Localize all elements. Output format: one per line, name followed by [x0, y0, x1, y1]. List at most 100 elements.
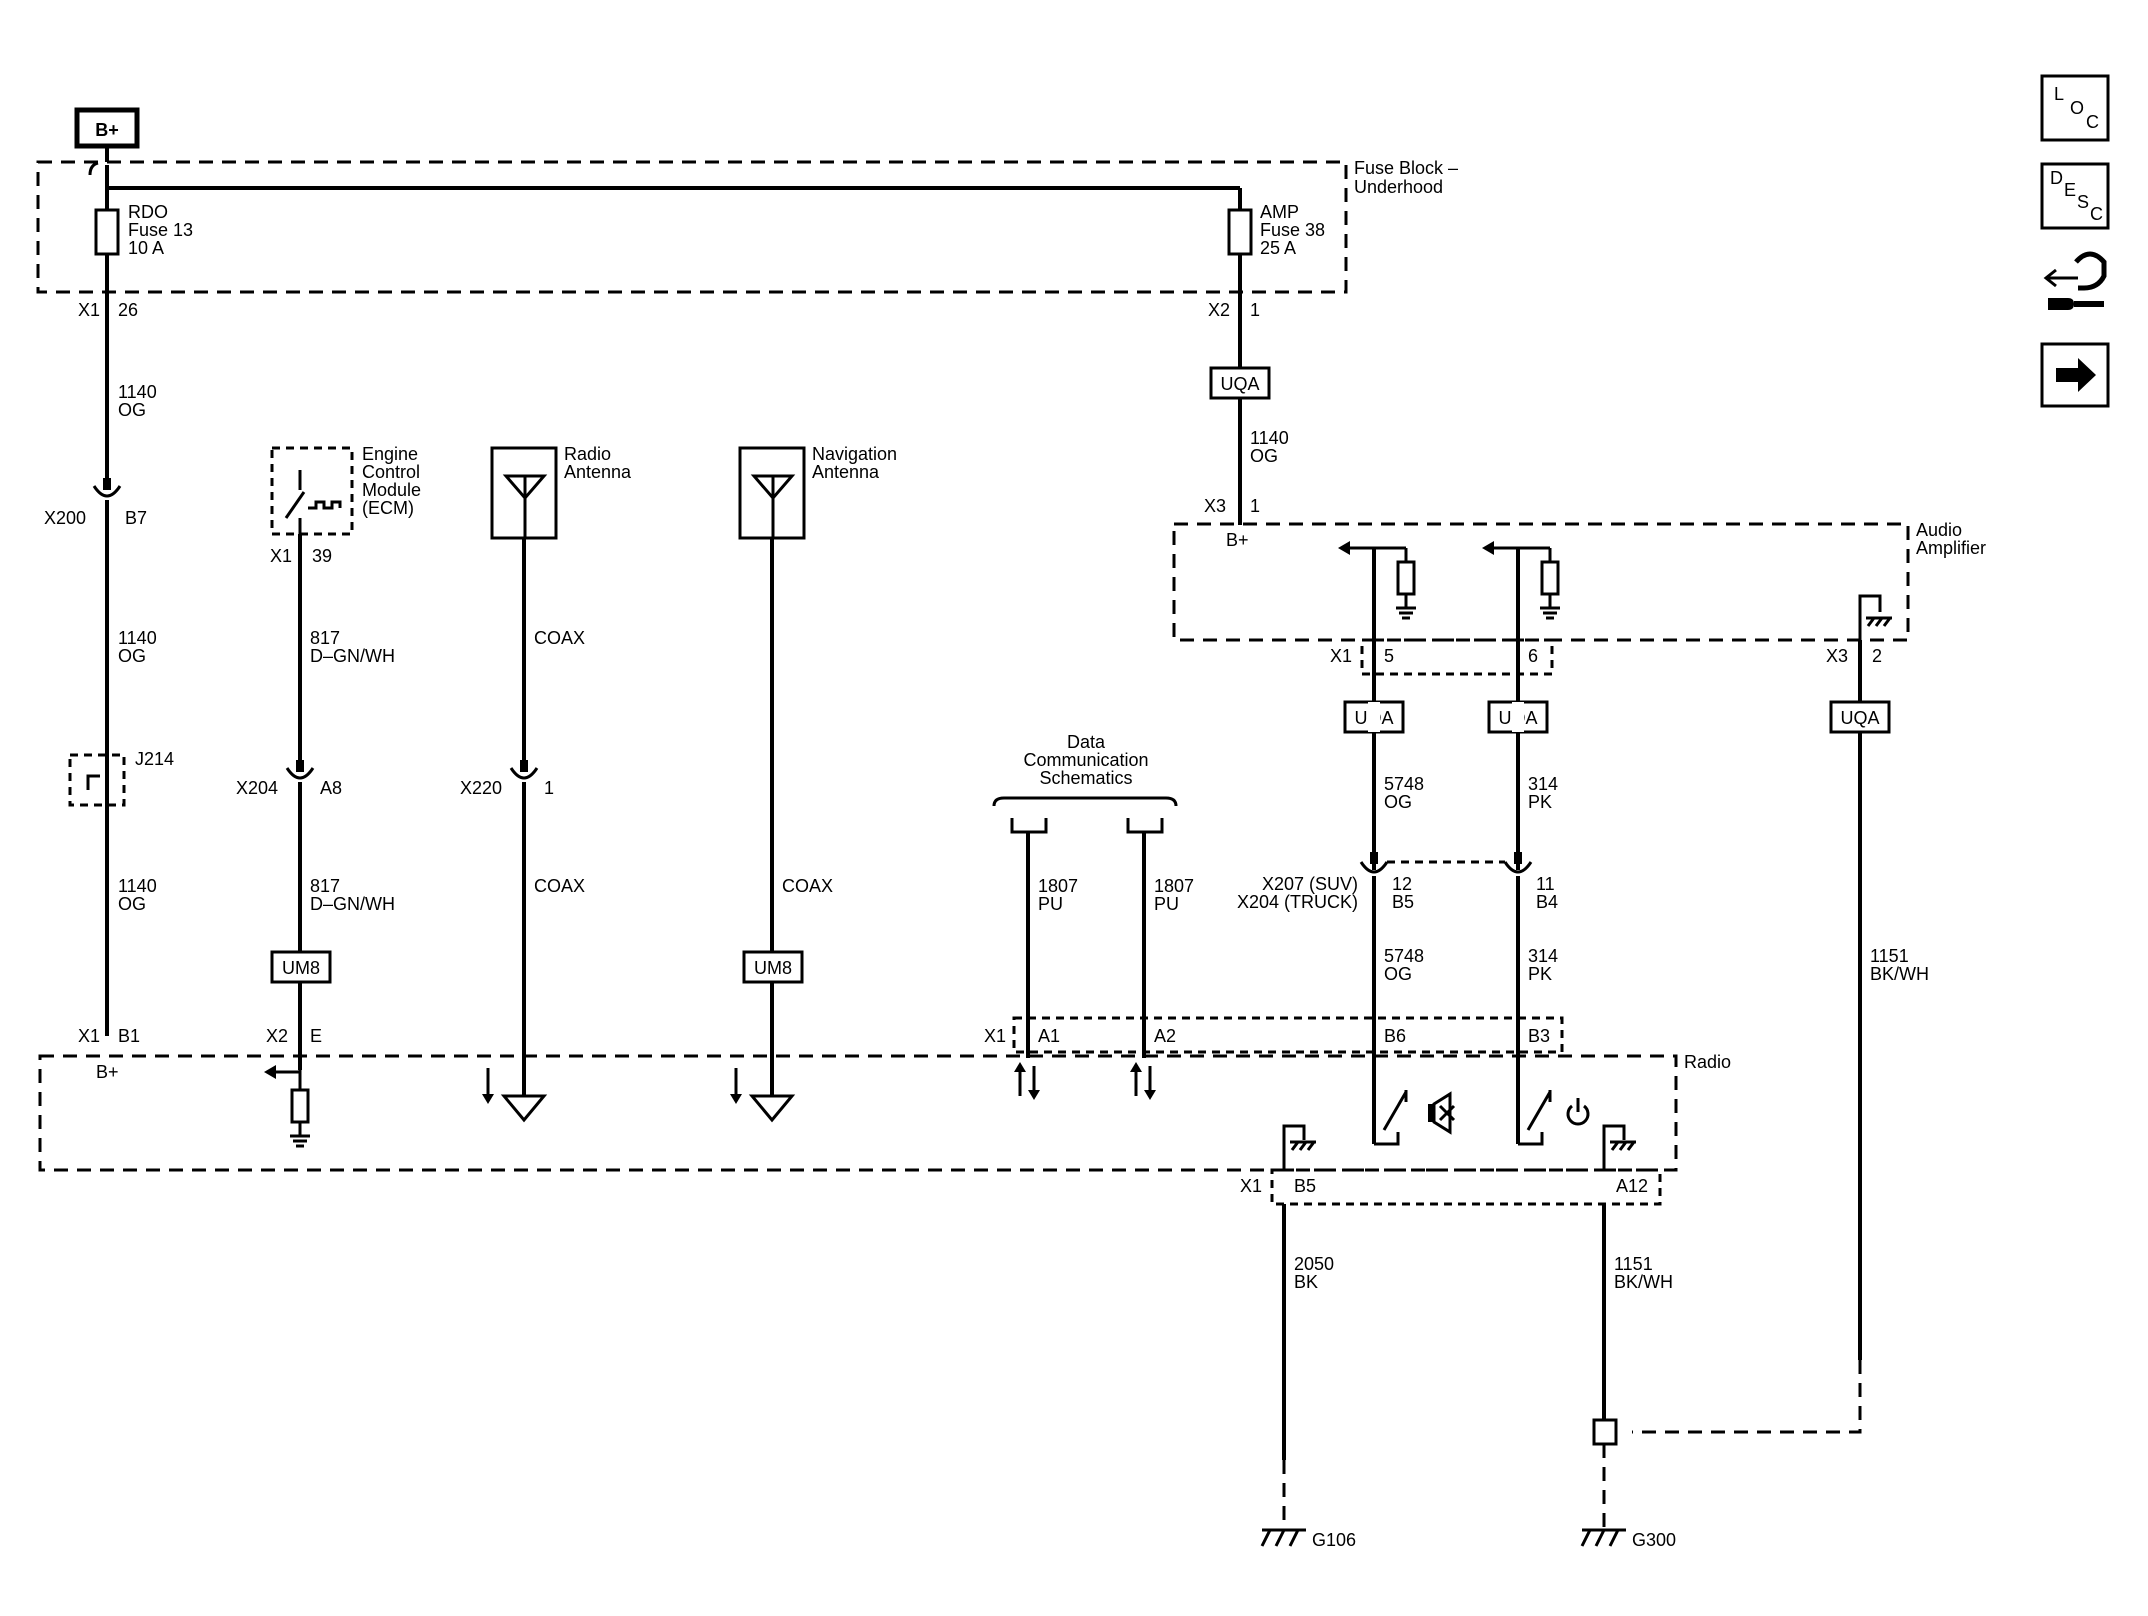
data-communication-schematics: Data Communication Schematics 1807 PU 18… — [992, 732, 1194, 1058]
amp-feed-circuit: UQA 1140 OG X3 1 — [1204, 254, 1289, 525]
wire-1151-color: BK/WH — [1870, 964, 1929, 984]
wire-5748-color-2: OG — [1384, 964, 1412, 984]
wire-5748-number: 5748 — [1384, 774, 1424, 794]
ground-g106-icon — [1260, 1528, 1306, 1547]
loc-letter-l: L — [2054, 84, 2064, 104]
chassis-ground-icon-2 — [1290, 1140, 1316, 1151]
wire-5748-number-2: 5748 — [1384, 946, 1424, 966]
chassis-ground-icon-3 — [1610, 1140, 1636, 1151]
data-link-icon-2 — [1126, 818, 1164, 834]
wire-2050-number: 2050 — [1294, 1254, 1334, 1274]
radio-pin-a2: A2 — [1154, 1026, 1176, 1046]
connector-pin-b4: B4 — [1536, 892, 1558, 912]
fuse-block-x1-pin: 26 — [118, 300, 138, 320]
audio-amp-bplus: B+ — [1226, 530, 1249, 550]
wire-1140-number: 1140 — [118, 382, 157, 402]
data-comm-title-3: Schematics — [1039, 768, 1132, 788]
desc-letter-c: C — [2090, 204, 2103, 224]
fuse-rdo-number: Fuse 13 — [128, 220, 193, 240]
ecm-title-3: Module — [362, 480, 421, 500]
splice-icon — [1592, 1418, 1618, 1446]
audio-amp-pin6: 6 — [1528, 646, 1538, 666]
wire-817-color: D–GN/WH — [310, 646, 395, 666]
ground-circuits: 2050 BK G106 1151 BK/WH G300 — [1260, 1204, 1676, 1550]
ground-g106: G106 — [1312, 1530, 1356, 1550]
fuse-rdo-name: RDO — [128, 202, 168, 222]
uqa-label-4: UQA — [1840, 708, 1879, 728]
ecm-title-4: (ECM) — [362, 498, 414, 518]
next-arrow-icon[interactable] — [2040, 342, 2110, 408]
audio-amplifier: Audio Amplifier B+ X1 5 6 X3 2 UQA UQA — [1172, 520, 1986, 870]
arrow-left-icon-2 — [1482, 541, 1494, 555]
audio-amp-x3: X3 — [1826, 646, 1848, 666]
connector-x200-icon — [92, 485, 122, 498]
circuit-1140-left: 1140 OG X200 B7 1140 OG J214 1140 OG — [44, 254, 174, 1036]
connector-x204-icon — [285, 767, 315, 780]
wire-817-color-2: D–GN/WH — [310, 894, 395, 914]
fuse-block-x1: X1 — [78, 300, 100, 320]
connector-pin-b5: B5 — [1392, 892, 1414, 912]
fuse-amp — [1227, 208, 1253, 256]
description-icon[interactable]: D E S C — [2040, 162, 2110, 230]
coax-label-2: COAX — [534, 876, 585, 896]
engine-control-module: Engine Control Module (ECM) X1 39 817 D–… — [236, 444, 421, 1070]
wire-1140-color-3: OG — [118, 894, 146, 914]
nav-antenna-title-1: Navigation — [812, 444, 897, 464]
desc-letter-d: D — [2050, 168, 2063, 188]
power-b-plus-box: B+ — [74, 107, 140, 149]
arrow-left-icon — [1338, 541, 1350, 555]
radio-antenna: Radio Antenna COAX X220 1 COAX — [460, 444, 632, 1096]
radio-title: Radio — [1684, 1052, 1731, 1072]
radio-antenna-title-1: Radio — [564, 444, 611, 464]
wire-1807-color: PU — [1038, 894, 1063, 914]
fuse-block-x2: X2 — [1208, 300, 1230, 320]
connector-x200-pin: B7 — [125, 508, 147, 528]
wire-1151-color-2: BK/WH — [1614, 1272, 1673, 1292]
fuse-amp-name: AMP — [1260, 202, 1299, 222]
radio-pin-e: E — [310, 1026, 322, 1046]
ground-icon — [1396, 606, 1416, 620]
connector-x220: X220 — [460, 778, 502, 798]
location-icon[interactable]: L O C — [2040, 74, 2110, 142]
connector-x200: X200 — [44, 508, 86, 528]
wire-1140-number-3: 1140 — [118, 876, 157, 896]
ecm-title-1: Engine — [362, 444, 418, 464]
fuse-block-title-2: Underhood — [1354, 177, 1443, 197]
ground-g300: G300 — [1632, 1530, 1676, 1550]
antenna-input-icon-2 — [748, 1094, 796, 1123]
connector-tool-icon[interactable] — [2043, 251, 2107, 310]
radio-x1: X1 — [78, 1026, 100, 1046]
data-comm-title-1: Data — [1067, 732, 1106, 752]
wire-1140-amp-color: OG — [1250, 446, 1278, 466]
nav-antenna-title-2: Antenna — [812, 462, 880, 482]
data-link-icon — [1010, 818, 1048, 834]
connector-x207-icon — [1359, 861, 1389, 874]
ecm-x1: X1 — [270, 546, 292, 566]
radio-x2: X2 — [266, 1026, 288, 1046]
connector-x204-truck: X204 (TRUCK) — [1237, 892, 1358, 912]
ground-icon-3 — [290, 1134, 310, 1148]
coax-label-3: COAX — [782, 876, 833, 896]
uqa-option-box-4 — [1829, 700, 1891, 734]
audio-amp-title-2: Amplifier — [1916, 538, 1986, 558]
wire-817-number-2: 817 — [310, 876, 340, 896]
fuse-amp-rating: 25 A — [1260, 238, 1296, 258]
power-icon — [1566, 1098, 1590, 1126]
chassis-ground-icon — [1866, 616, 1892, 627]
wire-817-number: 817 — [310, 628, 340, 648]
wire-1807-number-2: 1807 — [1154, 876, 1194, 896]
radio-pin-a1: A1 — [1038, 1026, 1060, 1046]
splice-j214-label: J214 — [135, 749, 174, 769]
audio-amp-title-1: Audio — [1916, 520, 1962, 540]
um8-option-box — [270, 950, 332, 984]
wire-1807-color-2: PU — [1154, 894, 1179, 914]
splice-j214 — [68, 753, 126, 807]
wire-1140-color: OG — [118, 400, 146, 420]
ecm-title-2: Control — [362, 462, 420, 482]
coax-label: COAX — [534, 628, 585, 648]
um8-label: UM8 — [282, 958, 320, 978]
side-toolbar: L O C D E S C — [2040, 74, 2110, 408]
radio-antenna-title-2: Antenna — [564, 462, 632, 482]
mute-speaker-icon — [1428, 1091, 1456, 1135]
